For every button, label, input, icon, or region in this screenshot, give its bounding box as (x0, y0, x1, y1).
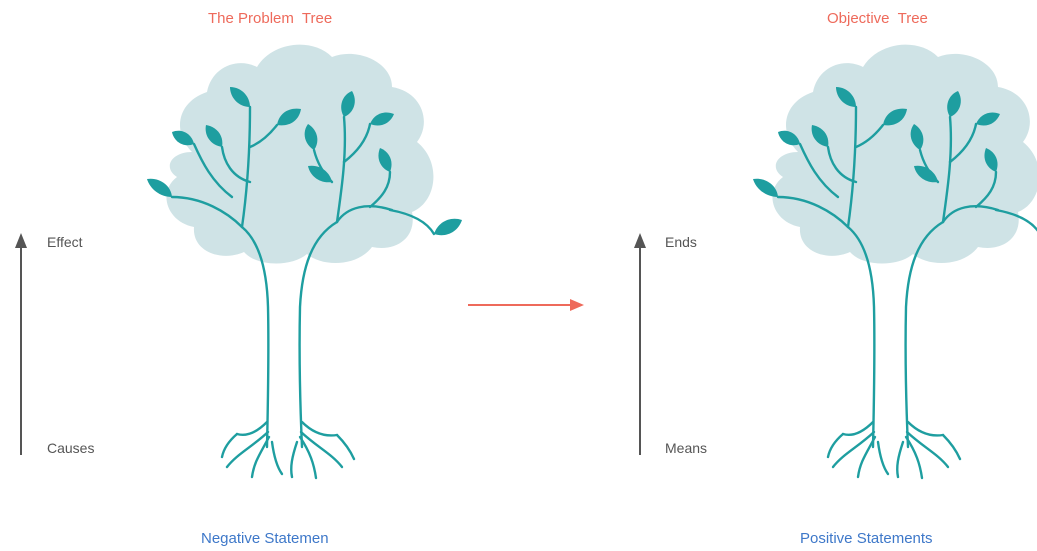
means-label: Means (665, 440, 707, 456)
effect-causes-arrow (15, 233, 27, 455)
ends-label: Ends (665, 234, 697, 250)
transform-arrow-icon (468, 299, 584, 311)
effect-label: Effect (47, 234, 83, 250)
positive-statements-caption: Positive Statements (800, 530, 933, 547)
causes-label: Causes (47, 440, 94, 456)
negative-statement-caption: Negative Statemen (201, 530, 329, 547)
problem-tree (147, 45, 462, 478)
objective-tree (753, 45, 1037, 478)
ends-means-arrow (634, 233, 646, 455)
